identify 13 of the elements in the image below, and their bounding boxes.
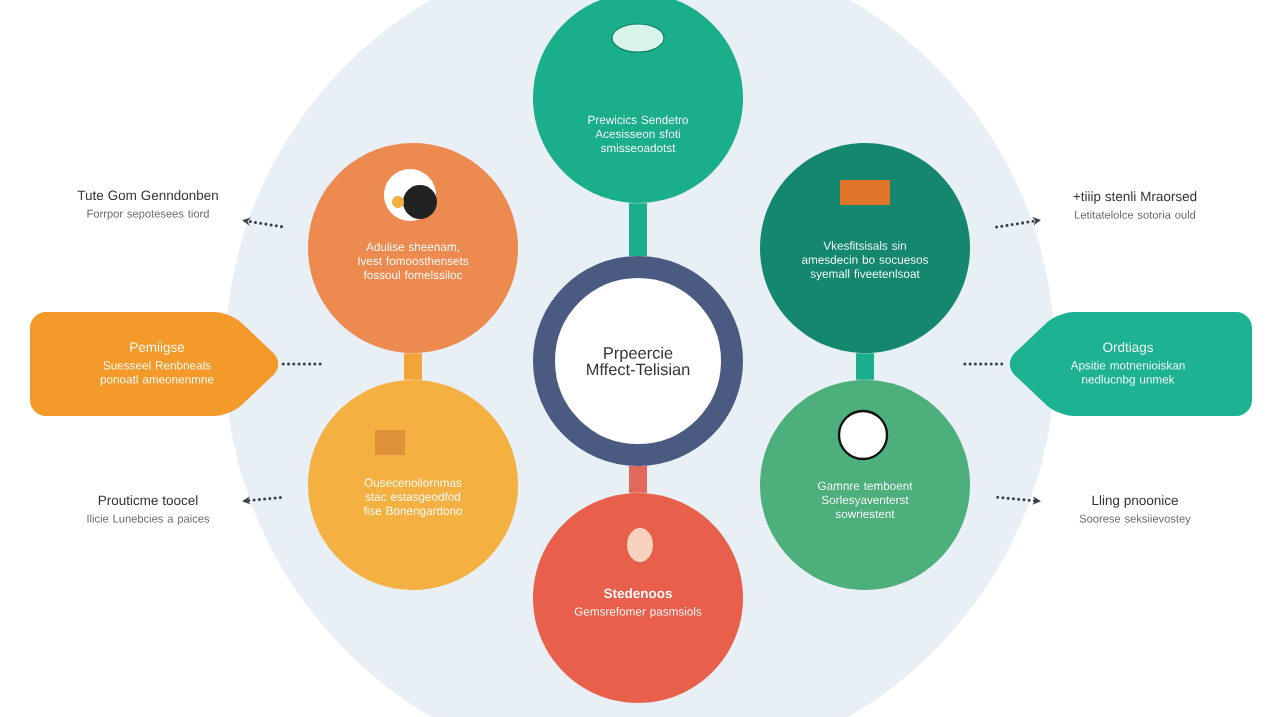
connector-bar [856,353,874,380]
dotted-line [960,362,1004,366]
callout-text: Tute Gom Genndonben Forrpor sepotesees tiord [77,190,218,220]
dotted-line [281,362,325,366]
connector-bar [629,466,647,493]
connector-bar [629,203,647,256]
callout-text: +tiiip stenli Mraorsed Letitatelolce sotoria ould [1073,191,1197,219]
connector-bar [404,353,422,380]
callout-text: Prouticme toocel Ilicie Lunebcies a paices [87,495,210,525]
dotted-arrow [995,217,1041,229]
callout-text: Lling pnoonice Soorese seksiievostey [1079,495,1191,525]
central-ring: Prpeercie Mffect-Telisian [533,256,743,466]
dotted-arrow [242,496,282,505]
